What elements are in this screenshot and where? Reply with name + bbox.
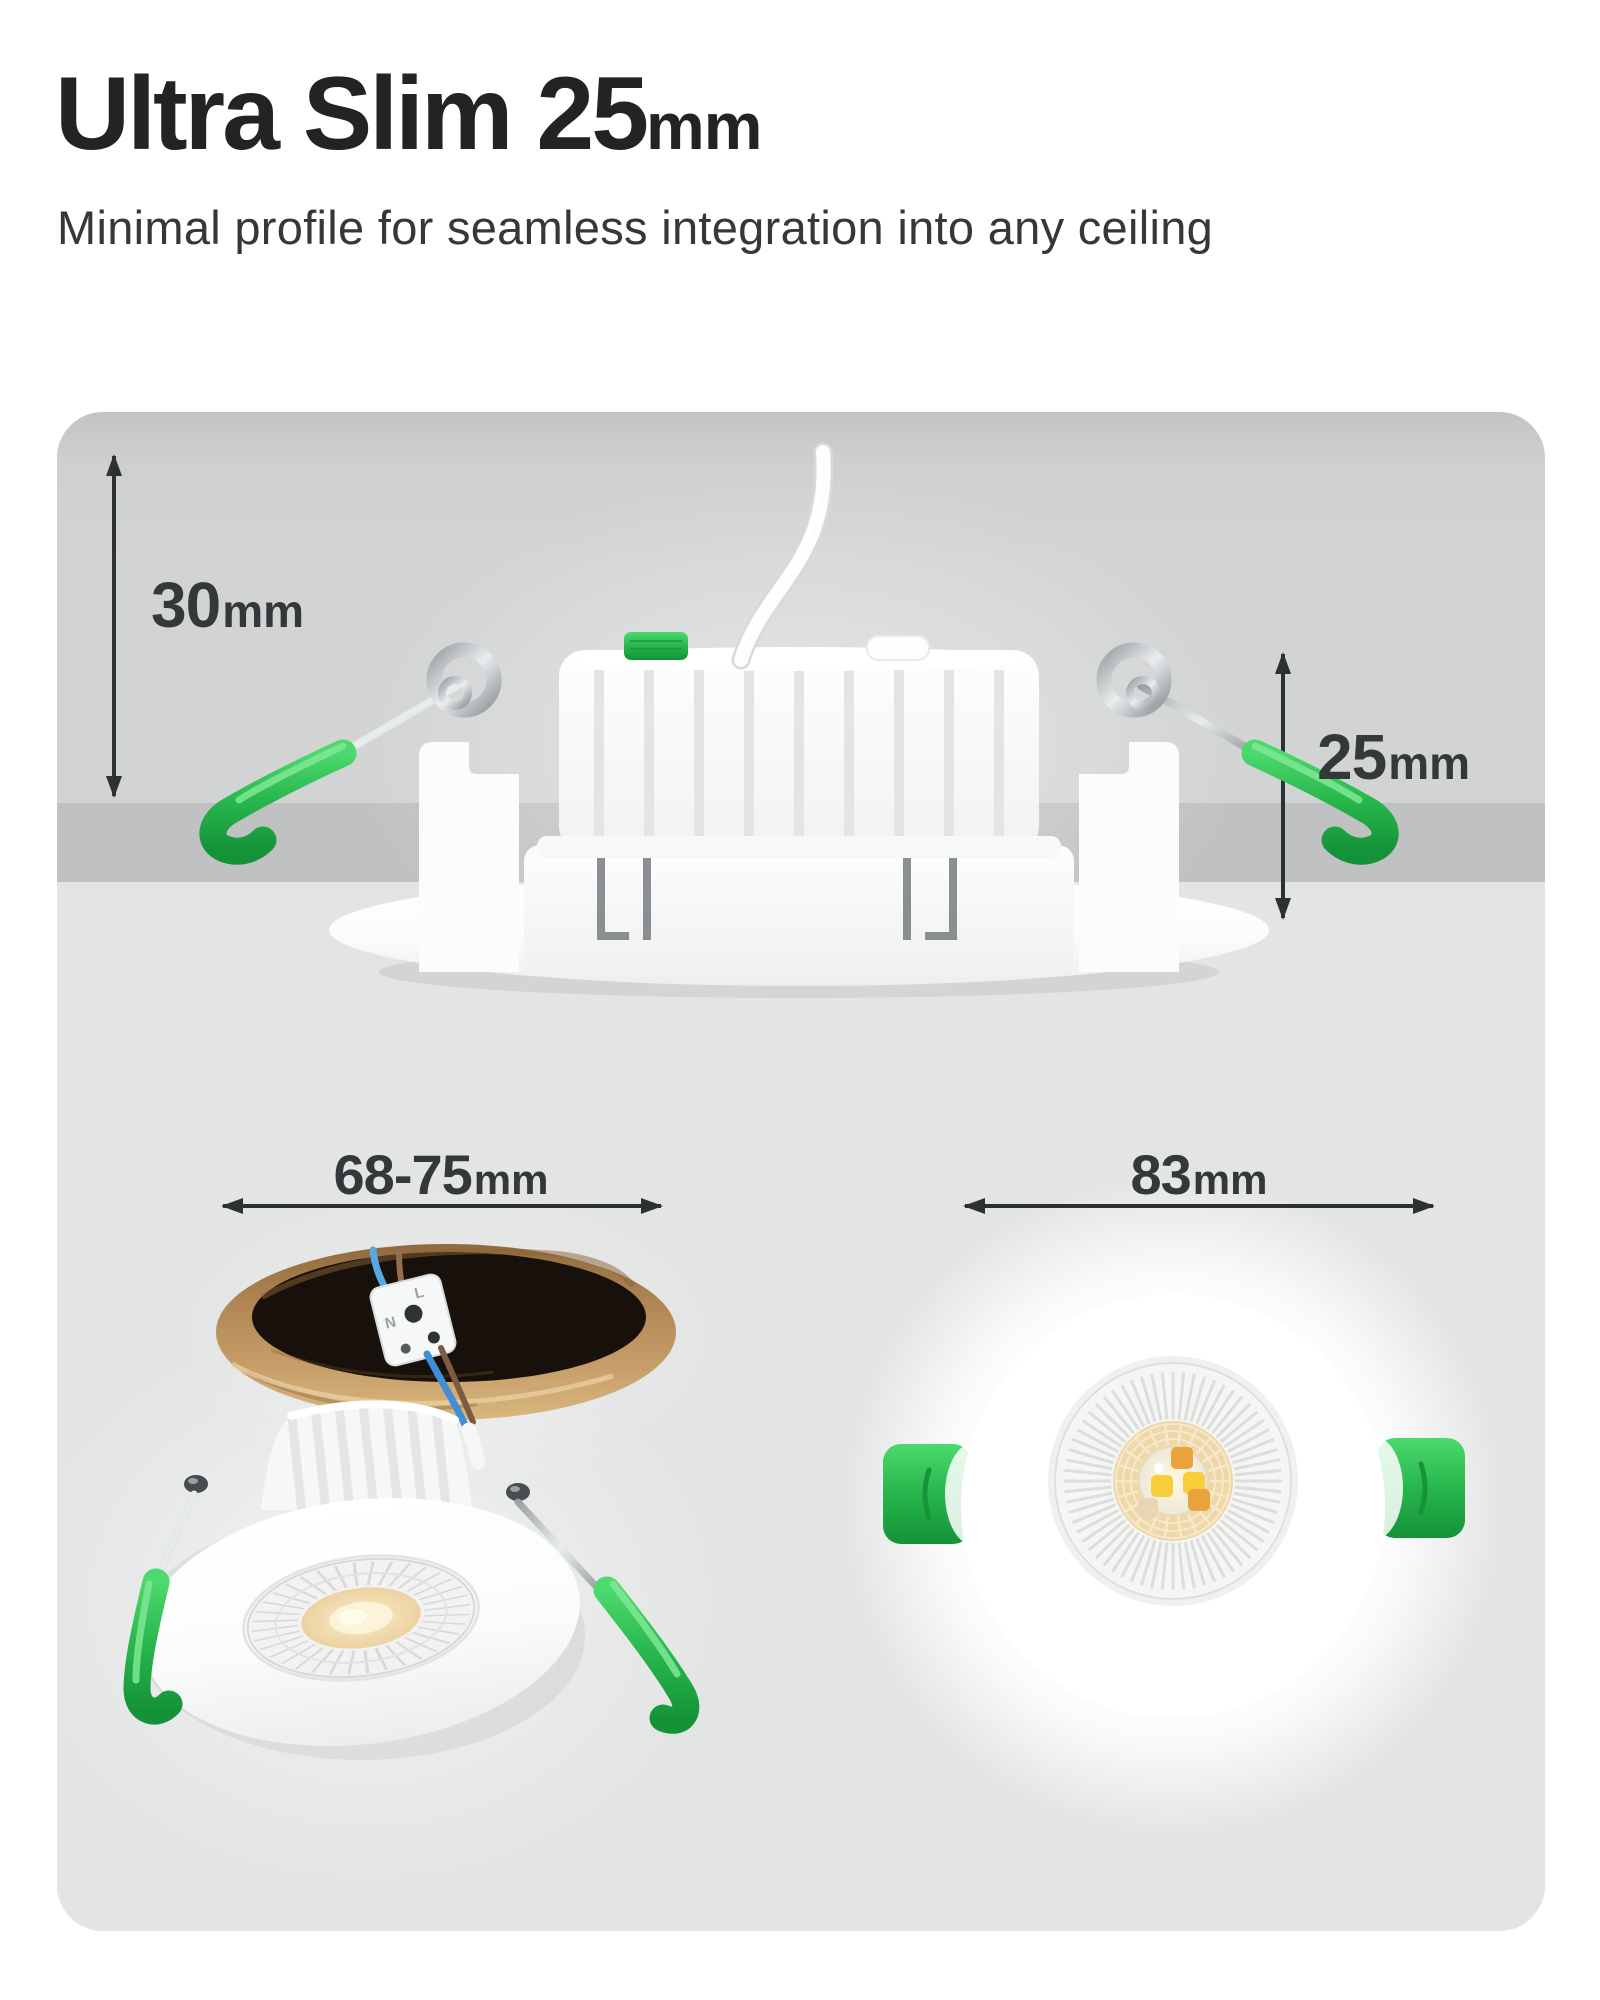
wire-brown-lower <box>438 1345 476 1425</box>
recess-value: 25 <box>1317 721 1387 793</box>
mounting-post-left <box>419 742 519 972</box>
dimension-label-height: 30mm <box>151 568 304 642</box>
spring-clip-left <box>199 642 502 865</box>
heatsink-green-tab <box>624 632 688 660</box>
page-subtitle: Minimal profile for seamless integration… <box>57 201 1214 254</box>
diameter-unit: mm <box>1192 1156 1268 1203</box>
page-title-unit: mm <box>646 89 762 163</box>
led-chip <box>1138 1498 1158 1518</box>
spring-pivot-left <box>426 642 502 718</box>
clip-green-tip-left <box>199 739 357 865</box>
cutout-value: 68-75 <box>333 1143 473 1206</box>
dimension-label-cutout: 68-75mm <box>334 1142 549 1207</box>
clip-green-tip-right <box>1241 739 1399 865</box>
spring-pivot-right <box>1096 642 1172 718</box>
tilted-clip-right <box>506 1483 700 1734</box>
heatsink-fins <box>594 670 1004 840</box>
front-lens <box>1048 1356 1298 1606</box>
page-title-text: Ultra Slim 25 <box>55 56 649 172</box>
fixture-body <box>524 845 1074 971</box>
dimension-label-recess: 25mm <box>1317 720 1470 794</box>
spring-clip-right <box>1096 642 1399 865</box>
body-vent-slots <box>597 840 957 940</box>
connector-label-l: L <box>413 1284 426 1303</box>
led-chip <box>1188 1489 1210 1511</box>
led-chip <box>1151 1475 1173 1497</box>
downlight-side-view <box>329 442 1269 998</box>
heatsink <box>537 647 1061 858</box>
recess-unit: mm <box>1388 737 1470 789</box>
diagram-scene: N L <box>106 442 1503 1836</box>
diagram-panel: N L <box>57 412 1545 1931</box>
mounting-post-right <box>1079 742 1179 972</box>
tilted-heatsink-fins <box>286 1404 451 1510</box>
tilted-clip-left <box>123 1475 208 1725</box>
cutout-unit: mm <box>473 1156 549 1203</box>
connector-wires-lower <box>423 1345 486 1470</box>
dimension-label-diameter: 83mm <box>1131 1142 1268 1207</box>
height-unit: mm <box>222 585 304 637</box>
downlight-tilted-view <box>123 1400 700 1760</box>
diameter-value: 83 <box>1130 1143 1192 1206</box>
height-value: 30 <box>151 569 221 641</box>
led-chips <box>1138 1447 1210 1518</box>
downlight-front-view <box>843 1176 1503 1836</box>
cord-sheath <box>461 1422 486 1470</box>
led-chip <box>1171 1447 1193 1469</box>
led-chip <box>1183 1472 1205 1494</box>
heatsink-white-tab <box>866 635 930 661</box>
wire-connector: N L <box>369 1273 457 1367</box>
page-title: Ultra Slim 25mm <box>55 59 762 169</box>
tilted-lens <box>242 1554 480 1682</box>
front-lens-facets <box>1115 1423 1231 1539</box>
connector-label-n: N <box>383 1313 398 1332</box>
front-lens-ribs <box>1064 1372 1282 1590</box>
power-cable <box>731 442 834 670</box>
